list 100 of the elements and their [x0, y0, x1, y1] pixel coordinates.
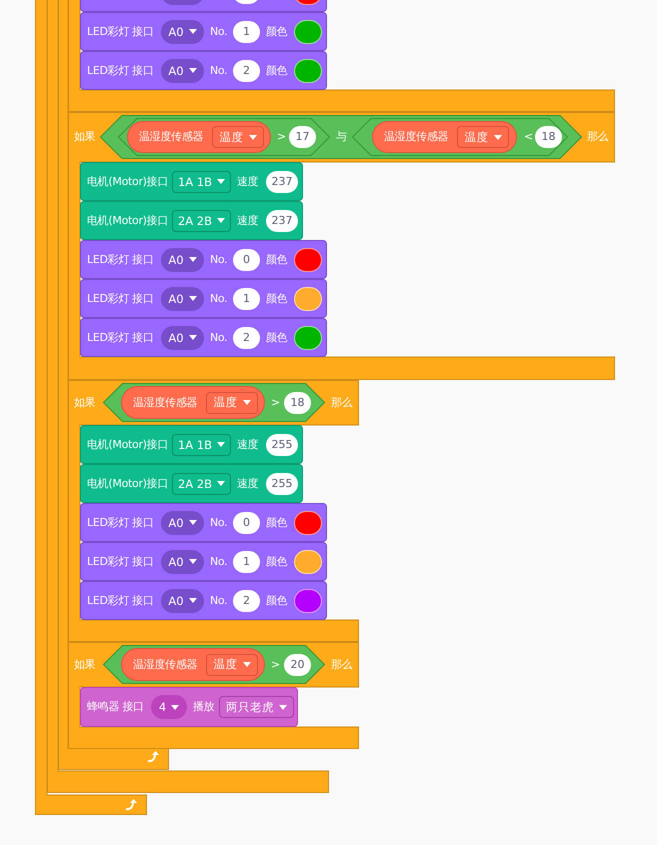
block-label: 电机(Motor)接口 — [87, 214, 168, 228]
sensor-reporter — [121, 648, 265, 681]
dropdown-menu: 2A 2B — [172, 472, 231, 494]
block-label: 如果 — [74, 396, 96, 410]
motor-block — [80, 425, 303, 464]
condition-hexagon — [352, 118, 568, 156]
dropdown-menu: A0 — [161, 20, 204, 44]
number-field: 2 — [233, 590, 260, 612]
number-field: 255 — [266, 472, 298, 494]
block-label: 如果 — [74, 130, 96, 144]
block-label: 速度 — [237, 174, 258, 188]
block-label: 电机(Motor)接口 — [87, 174, 168, 188]
condition-hexagon — [118, 118, 330, 156]
block-label: No. — [210, 252, 228, 266]
condition-hexagon — [100, 115, 582, 159]
block-label: No. — [210, 64, 228, 78]
dropdown-menu: 2A 2B — [172, 210, 231, 232]
block-label: LED彩灯 接口 — [87, 24, 154, 38]
block-label: 速度 — [237, 438, 258, 452]
led-block — [80, 318, 327, 357]
led-block — [80, 542, 327, 581]
block-label: 颜色 — [266, 292, 288, 306]
dropdown-menu: 4 — [151, 695, 187, 719]
dropdown-menu: 1A 1B — [172, 434, 231, 456]
block-label: 颜色 — [266, 252, 288, 266]
block-label: 温湿度传感器 — [133, 658, 198, 672]
block-label: 颜色 — [266, 64, 288, 78]
block-label: 蜂鸣器 接口 — [87, 700, 144, 714]
dropdown-menu: 温度 — [457, 126, 509, 148]
block-label: > — [277, 130, 286, 144]
number-field: 1 — [233, 20, 260, 42]
block-label: LED彩灯 接口 — [87, 292, 154, 306]
block-label: 电机(Motor)接口 — [87, 476, 168, 490]
dropdown-menu: A0 — [161, 510, 204, 534]
condition-hexagon — [103, 645, 325, 684]
block-label: No. — [210, 554, 228, 568]
block-label: 如果 — [74, 658, 96, 672]
block-label: LED彩灯 接口 — [87, 252, 154, 266]
led-block — [80, 51, 327, 90]
block-label: 速度 — [237, 214, 258, 228]
number-field: 1 — [233, 550, 260, 572]
led-block — [80, 581, 327, 620]
condition-hexagon — [103, 383, 325, 422]
number-field: 237 — [266, 210, 298, 232]
if-block — [68, 380, 359, 642]
number-field: 237 — [266, 170, 298, 192]
dropdown-menu: 1A 1B — [172, 170, 231, 192]
block-label: 与 — [336, 130, 347, 144]
block-label: 速度 — [237, 476, 258, 490]
sensor-reporter — [372, 121, 517, 153]
dropdown-menu: A0 — [161, 326, 204, 350]
dropdown-menu: A0 — [161, 588, 204, 612]
if-block — [68, 0, 615, 112]
led-block — [80, 279, 327, 318]
dropdown-menu: A0 — [161, 286, 204, 310]
block-label: LED彩灯 接口 — [87, 554, 154, 568]
if-block — [68, 642, 359, 749]
block-label: 电机(Motor)接口 — [87, 438, 168, 452]
block-label: No. — [210, 330, 228, 344]
dropdown-menu: 温度 — [206, 392, 258, 414]
block-label: 播放 — [193, 700, 214, 714]
block-label: 颜色 — [266, 516, 288, 530]
block-label: No. — [210, 594, 228, 608]
block-label: 颜色 — [266, 554, 288, 568]
block-label: > — [271, 658, 280, 672]
dropdown-menu: 温度 — [206, 654, 258, 676]
sensor-reporter — [127, 121, 271, 153]
led-block — [80, 240, 327, 279]
dropdown-menu: 两只老虎 — [219, 696, 294, 718]
block-label: No. — [210, 292, 228, 306]
dropdown-menu: A0 — [161, 248, 204, 272]
block-label: LED彩灯 接口 — [87, 64, 154, 78]
block-label: 温湿度传感器 — [133, 396, 198, 410]
number-field: 0 — [233, 512, 260, 534]
block-label: < — [524, 130, 533, 144]
block-label: 那么 — [331, 396, 352, 410]
dropdown-menu: 温度 — [212, 126, 264, 148]
block-label: LED彩灯 接口 — [87, 330, 154, 344]
buzzer-block — [80, 687, 298, 727]
sensor-reporter — [121, 386, 265, 419]
block-label: 颜色 — [266, 594, 288, 608]
block-label: LED彩灯 接口 — [87, 594, 154, 608]
number-field: 2 — [233, 60, 260, 82]
block-label: No. — [210, 516, 228, 530]
number-field: 2 — [233, 326, 260, 348]
block-label: 那么 — [587, 130, 608, 144]
if-block — [68, 112, 615, 380]
dropdown-menu: A0 — [161, 58, 204, 82]
block-label: 颜色 — [266, 24, 288, 38]
block-label: 温湿度传感器 — [384, 130, 448, 144]
motor-block — [80, 464, 303, 503]
motor-block — [80, 201, 303, 240]
block-label: 温湿度传感器 — [139, 130, 204, 144]
number-field: 255 — [266, 434, 298, 456]
block-label: LED彩灯 接口 — [87, 516, 154, 530]
number-field: 0 — [233, 248, 260, 270]
block-label: > — [271, 396, 280, 410]
block-label: 颜色 — [266, 330, 288, 344]
dropdown-menu: A0 — [161, 550, 204, 574]
led-block — [80, 503, 327, 542]
